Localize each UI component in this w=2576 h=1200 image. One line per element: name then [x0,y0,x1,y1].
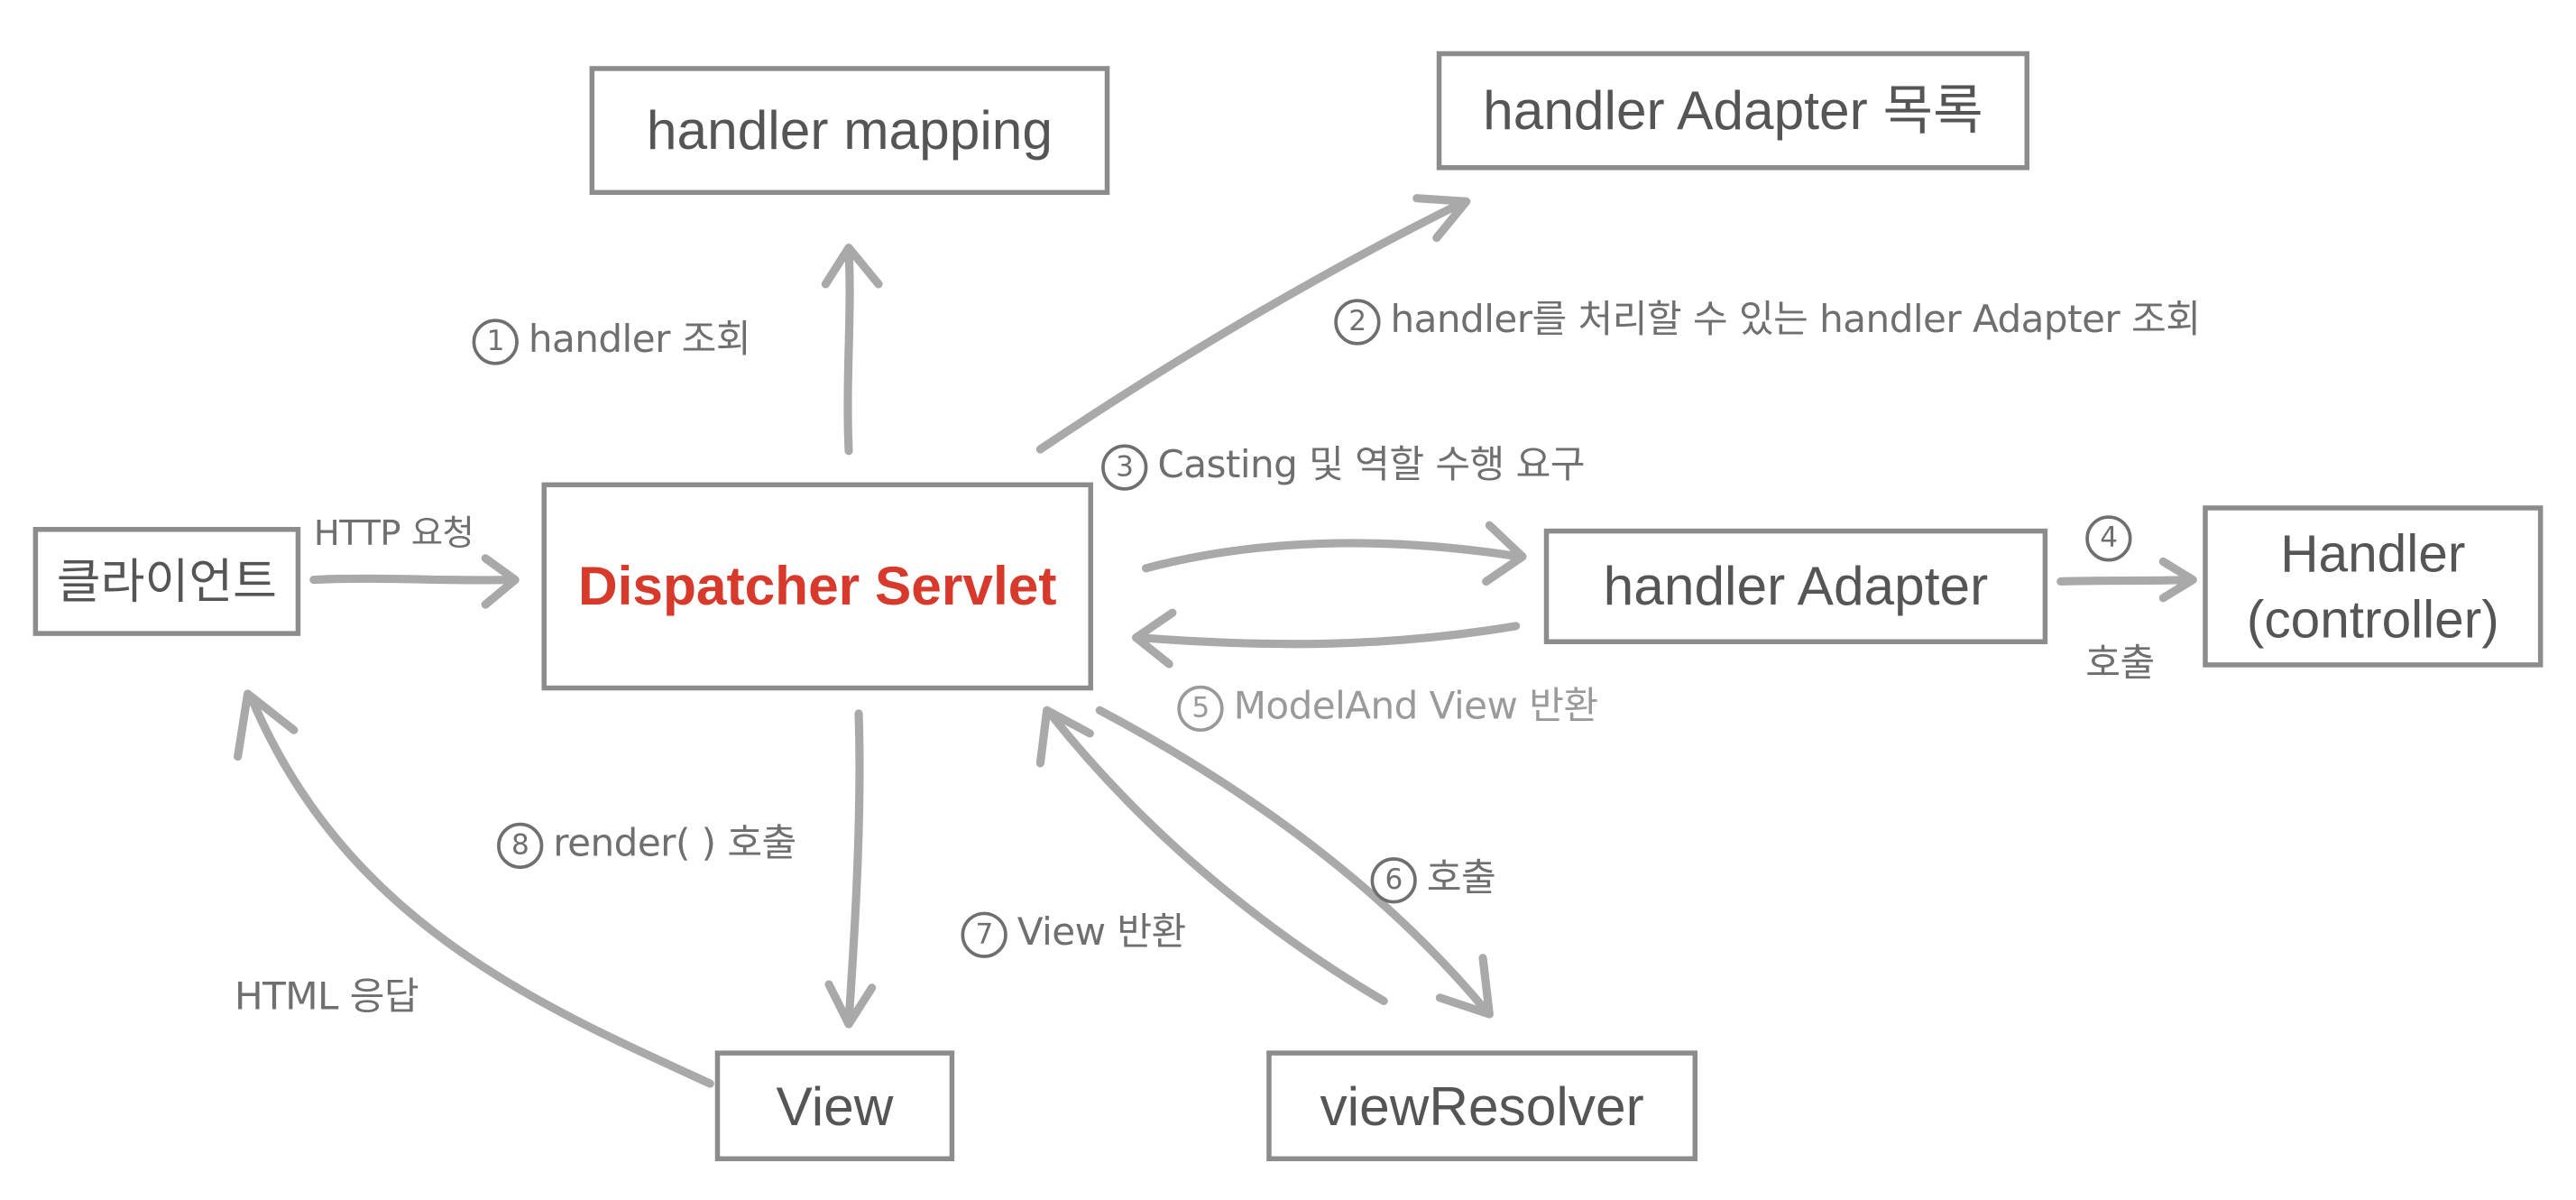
http-request-label: HTTP 요청 [313,513,474,554]
step1-number: 1 [472,318,519,365]
arrow-http-request [309,554,520,609]
arrow-casting [1141,521,1527,586]
step6-number: 6 [1370,856,1417,903]
step8-number: 8 [497,821,544,869]
dispatcher-servlet-box: Dispatcher Servlet [541,482,1093,691]
step2-number: 2 [1334,298,1381,345]
step7-number: 7 [961,910,1007,957]
arrow-handler-call [2056,557,2197,603]
client-box: 클라이언트 [32,527,301,636]
html-response-label: HTML 응답 [234,975,419,1020]
arrow-model-and-view [1131,608,1521,669]
handler-controller-box: Handler (controller) [2203,505,2544,668]
arrow-html-response [234,689,714,1088]
arrow-adapter-lookup [1035,194,1471,454]
arrow-handler-lookup [821,244,883,456]
view-resolver-box: viewResolver [1266,1050,1698,1162]
step4-number: 4 [2085,515,2132,562]
step4-number-label: 4 [2085,515,2141,562]
arrow-render-call [824,709,877,1029]
handler-adapter-box: handler Adapter [1543,528,2048,645]
step3-number: 3 [1101,443,1148,490]
arrow-view-return [1035,706,1388,1006]
step4-label: 호출 [2085,642,2155,686]
handler-mapping-box: handler mapping [589,66,1110,196]
step5-number: 5 [1177,684,1224,732]
arrow-resolver-call [1095,706,1494,1019]
view-box: View [714,1050,955,1162]
handler-adapter-list-box: handler Adapter 목록 [1436,51,2030,171]
